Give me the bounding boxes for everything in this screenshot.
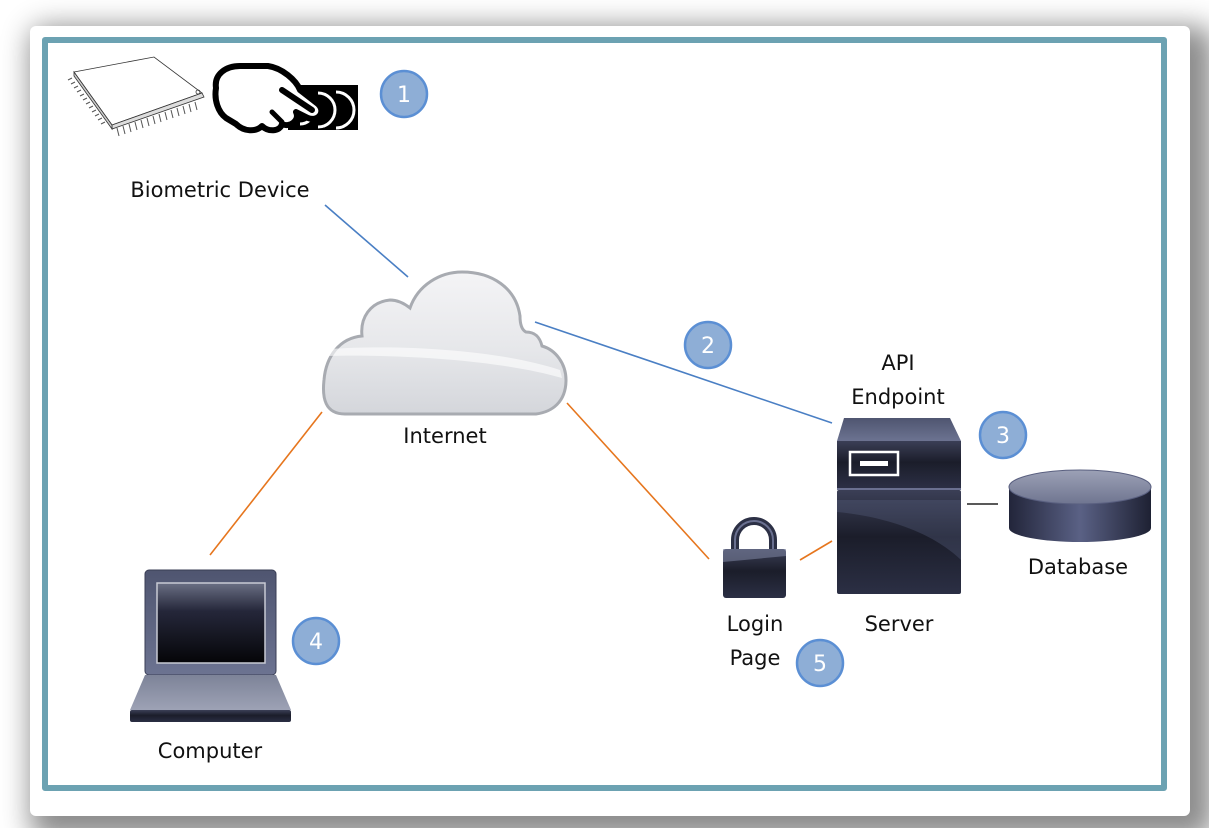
step-badge-3: 3	[978, 410, 1028, 460]
cloud-icon	[322, 270, 568, 416]
step-badge-1-label: 1	[397, 83, 411, 108]
computer-label: Computer	[158, 739, 263, 763]
microchip-icon	[67, 56, 205, 137]
padlock-icon	[723, 517, 786, 598]
login-page-label-line1: Login	[727, 612, 784, 636]
server-label: Server	[865, 612, 934, 636]
step-badge-1: 1	[379, 69, 429, 119]
server-icon	[837, 418, 961, 594]
link-internet-login	[566, 402, 710, 560]
link-biometric-internet	[324, 204, 409, 278]
link-login-server	[799, 540, 833, 561]
database-icon	[1008, 469, 1152, 542]
step-badge-2: 2	[683, 320, 733, 370]
api-endpoint-label-line1: API	[881, 351, 914, 375]
laptop-icon	[130, 569, 291, 722]
step-badge-4: 4	[291, 616, 341, 666]
api-endpoint-label-line2: Endpoint	[851, 385, 944, 409]
login-page-label-line2: Page	[730, 646, 781, 670]
step-badge-4-label: 4	[309, 630, 323, 655]
link-internet-api	[534, 321, 833, 424]
step-badge-5-label: 5	[813, 652, 827, 677]
fingerprint-scanner-icon	[212, 63, 358, 134]
biometric-device-label: Biometric Device	[130, 178, 309, 202]
step-badge-3-label: 3	[996, 424, 1010, 449]
link-internet-computer	[209, 411, 323, 556]
step-badge-5: 5	[795, 638, 845, 688]
database-label: Database	[1028, 555, 1128, 579]
step-badge-2-label: 2	[701, 334, 715, 359]
internet-label: Internet	[403, 424, 486, 448]
